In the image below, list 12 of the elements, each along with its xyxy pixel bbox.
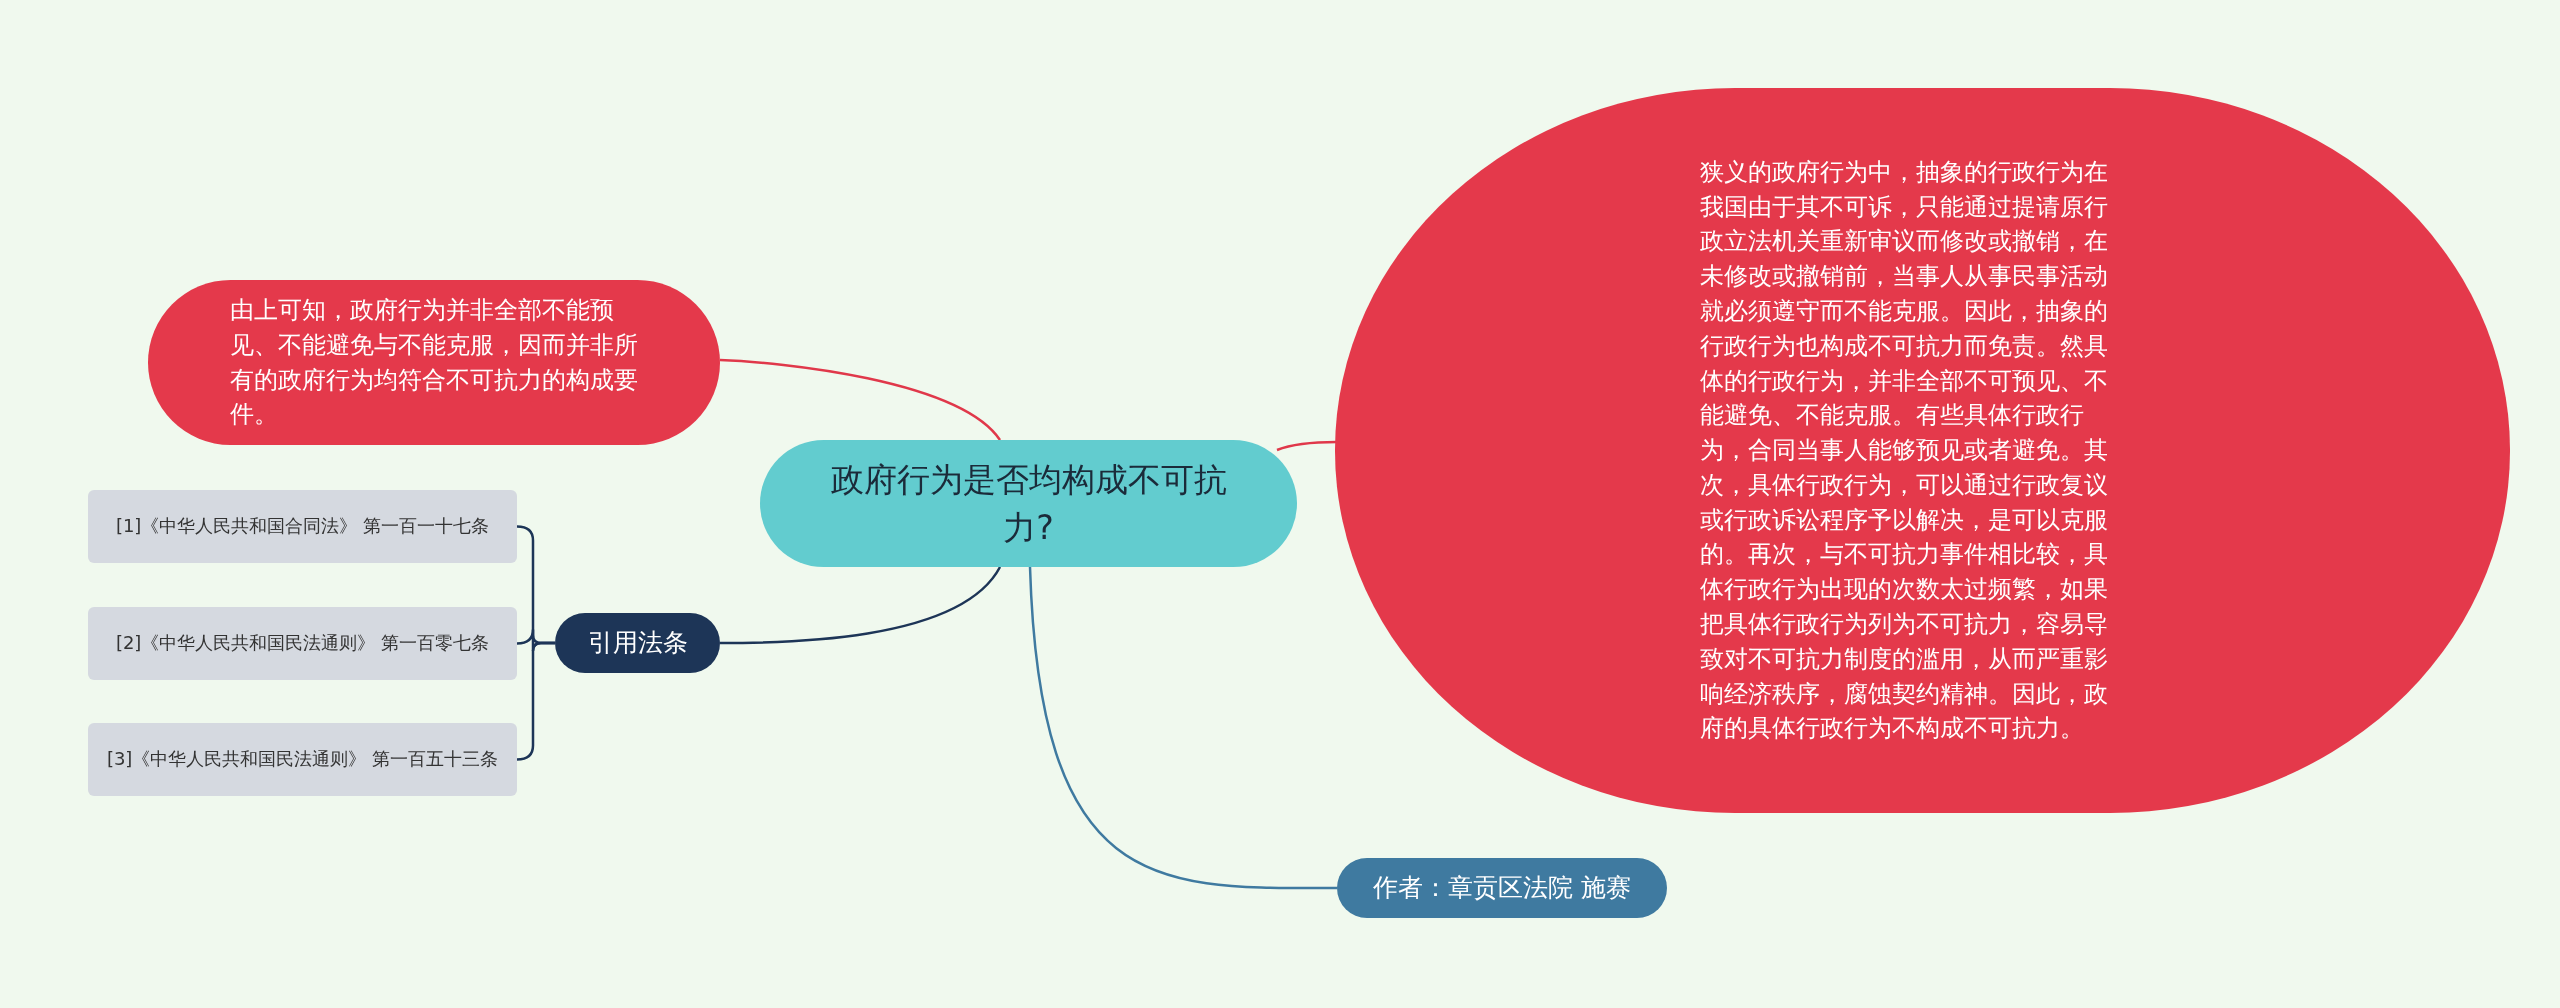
- topic-box: 狭义的政府行为中，抽象的行政行为在我国由于其不可诉，只能通过提请原行政立法机关重新审议而修改或撤销，在未修改或撤销前，当事人从事民事活动就必须遵守而不能克服。因此，抽象的行政行为也构成不可抗力而免责。然具体的行政行为，并非全部不可预见、不能避免、不能克服。有些具体行政行为，合同当事人能够预见或者避免。其次，具体行政行为，可以通过行政复议或行政诉讼程序予以解决，是可以克服的。再次，与不可抗力事件相比较，具体行政行为出现的次数太过频繁，如果把具体行政行为列为不可抗力，容易导致对不可抗力制度的滥用，从而严重影响经济秩序，腐蚀契约精神。因此，政府的具体行政行为不构成不可抗力。: [1335, 88, 2510, 813]
- topic-box: 作者：章贡区法院 施赛: [1337, 858, 1667, 918]
- reference-box: [2]《中华人民共和国民法通则》 第一百零七条: [88, 607, 517, 680]
- reference-box: [1]《中华人民共和国合同法》 第一百一十七条: [88, 490, 517, 563]
- topic-box: 由上可知，政府行为并非全部不能预见、不能避免与不能克服，因而并非所有的政府行为均符合不可抗力的构成要件。: [148, 280, 720, 445]
- topic-box: 引用法条: [555, 613, 720, 673]
- connector-line: [1028, 566, 1337, 890]
- connector-line: [720, 566, 1001, 645]
- reference-box: [3]《中华人民共和国民法通则》 第一百五十三条: [88, 723, 517, 796]
- connector-line: [1276, 440, 1337, 452]
- connector-line: [719, 358, 1001, 441]
- topic-box: 政府行为是否均构成不可抗力?: [760, 440, 1297, 567]
